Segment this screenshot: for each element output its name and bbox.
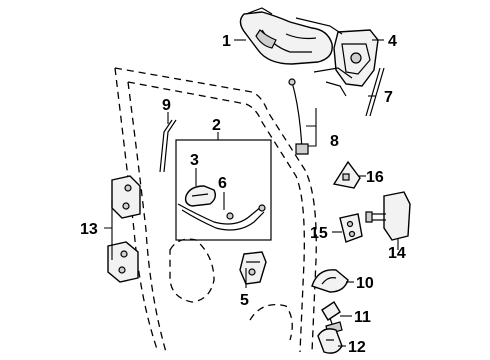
callout-13: 13 xyxy=(80,221,98,238)
inside-door-handle xyxy=(184,185,217,207)
callout-11: 11 xyxy=(354,309,371,326)
callout-4: 4 xyxy=(388,33,397,50)
door-bumper xyxy=(311,269,349,293)
callout-7: 7 xyxy=(384,89,393,106)
callout-2: 2 xyxy=(212,117,221,134)
door-check xyxy=(365,191,411,241)
inside-handle-group-box xyxy=(175,139,272,241)
callout-12: 12 xyxy=(348,339,366,356)
inside-lock-rod xyxy=(159,119,177,173)
callout-5: 5 xyxy=(240,292,249,309)
callout-8: 8 xyxy=(330,133,339,150)
leader-lines xyxy=(104,39,399,347)
door-outline xyxy=(114,67,317,353)
handle-cable xyxy=(177,203,266,231)
callout-9: 9 xyxy=(162,97,171,114)
latch-assembly xyxy=(295,17,379,97)
striker-spacer xyxy=(317,328,343,354)
callout-1: 1 xyxy=(222,33,231,50)
callout-labels: 1 4 7 8 9 2 3 6 5 13 16 14 15 10 11 12 xyxy=(80,33,406,356)
callout-3: 3 xyxy=(190,152,199,169)
handle-rod xyxy=(288,78,309,155)
door-hinges xyxy=(107,175,141,283)
callout-10: 10 xyxy=(356,275,374,292)
callout-6: 6 xyxy=(218,175,227,192)
striker-plate xyxy=(339,213,363,243)
outside-door-handle xyxy=(239,7,333,65)
lock-bezel xyxy=(332,160,361,189)
callout-16: 16 xyxy=(366,169,384,186)
lock-actuator xyxy=(239,251,267,285)
callout-15: 15 xyxy=(310,225,328,242)
lock-rod xyxy=(365,67,385,117)
callout-14: 14 xyxy=(388,245,406,262)
striker-bolt xyxy=(321,301,343,335)
